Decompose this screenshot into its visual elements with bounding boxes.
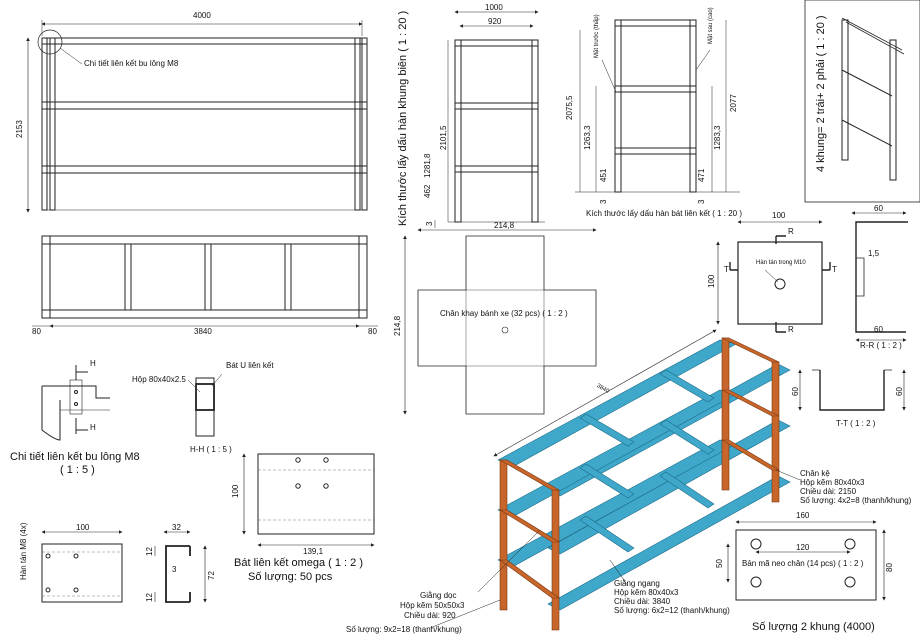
wheel-tab-label: Chân khay bánh xe (32 pcs) ( 1 : 2 ) [440,309,568,318]
long-length: Chiều dài: 920 [404,611,456,620]
conn-h-right-mid: 1283,3 [713,125,722,150]
nut-strip-view [41,530,123,603]
plan-span-dim: 3840 [194,327,212,336]
section-hh-view [187,373,223,437]
iso-rack [497,337,791,631]
omega-qty: Số lượng: 50 pcs [248,571,333,583]
conn-base-right: 3 [697,199,706,204]
rr-lip-dim: 1,5 [868,249,880,258]
r-mark-top: R [788,227,794,236]
iso-view [493,329,717,457]
strip-nut-label: Hàn tán M8 (4x) [19,522,28,580]
channel-lip-bot: 12 [145,593,154,602]
leg-qty: Số lượng: 4x2=8 (thanh/khung) [800,496,912,505]
tt-title: T-T ( 1 : 2 ) [836,419,876,428]
side-frame-view [434,10,545,228]
hh-tube-label: Hộp 80x40x2.5 [132,375,186,384]
channel-lip-top: 12 [145,547,154,556]
side-top-width: 1000 [485,3,503,12]
foot-side-dim: 50 [715,559,724,568]
side-inner-width: 920 [488,17,502,26]
leg-length: Chiều dài: 2150 [800,487,857,496]
tab-height-dim: 214,8 [393,315,402,336]
frame-qty-label: 4 khung= 2 trái+ 2 phải ( 1 : 20 ) [815,15,827,172]
foot-width-dim: 160 [796,511,810,520]
hh-bracket-label: Bát U liên kết [226,361,274,370]
rear-face-label: Mặt sau (cao) [708,7,714,44]
foot-pitch-dim: 120 [796,543,810,552]
section-tt-view [798,369,906,411]
channel-width-dim: 32 [172,523,181,532]
plate-height-dim: 100 [707,274,716,288]
connection-frame-view [575,19,740,193]
conn-h-left-low: 451 [599,168,608,182]
cross-length: Chiều dài: 3840 [614,597,671,606]
conn-base-left: 3 [599,199,608,204]
bolt-callout: Chi tiết liên kết bu lông M8 [84,59,179,68]
foot-plate-label: Bản mã neo chân (14 pcs) ( 1 : 2 ) [742,559,864,568]
plan-left-dim: 80 [32,327,41,336]
bolt-detail-scale: ( 1 : 5 ) [60,464,95,476]
side-h-mid: 1281,8 [423,153,432,178]
rr-bottom-dim: 60 [874,325,883,334]
leg-title: Chân kệ [800,469,830,478]
long-size: Hộp kẽm 50x50x3 [400,601,465,610]
side-frame-title: Kích thước lấy dấu hàn khung biên ( 1 : … [397,10,409,226]
channel-height: 72 [207,571,216,580]
cross-size: Hộp kẽm 80x40x3 [614,588,679,597]
channel-section-view [154,530,207,603]
omega-height-dim: 100 [231,484,240,498]
front-face-label: Mặt trước (thấp) [594,14,600,58]
rr-title: R-R ( 1 : 2 ) [860,341,902,350]
t-mark-right: T [832,265,837,274]
t-mark-left: T [724,265,729,274]
bolt-detail-view [41,365,110,441]
omega-title: Bát liên kết omega ( 1 : 2 ) [234,557,364,569]
conn-h-right-low: 471 [697,168,706,182]
strip-width-dim: 100 [76,523,90,532]
omega-plate-view [242,453,375,547]
front-view [26,20,368,213]
long-qty: Số lượng: 9x2=18 (thanh/khung) [346,625,462,634]
plate-width-dim: 100 [772,211,786,220]
h-mark-top: H [90,359,96,368]
foot-plate-view [726,520,886,601]
plan-right-dim: 80 [368,327,377,336]
section-rr-view [851,211,908,342]
side-h-low: 462 [423,184,432,198]
conn-h-right-total: 2077 [729,94,738,112]
tt-height-left: 60 [791,387,800,396]
frame-qty-view [804,0,920,203]
leg-size: Hộp kẽm 80x40x3 [800,478,865,487]
rr-width-dim: 60 [874,204,883,213]
side-h-overall: 2101,5 [439,125,448,150]
nut-label: Hàn tán trong M10 [756,260,806,266]
omega-width-dim: 139,1 [303,547,324,556]
bracket-plate-view [716,220,831,333]
wheel-tab-view [403,228,597,415]
leaders [429,469,801,629]
channel-gap: 3 [172,565,177,574]
long-title: Giằng dọc [420,591,457,600]
tt-height-right: 60 [895,387,904,396]
conn-frame-title: Kích thước lấy dấu hàn bát liên kết ( 1 … [586,209,743,218]
cross-qty: Số lượng: 6x2=12 (thanh/khung) [614,606,730,615]
conn-h-left-total: 2075,5 [565,95,574,120]
bolt-detail-title: Chi tiết liên kết bu lông M8 [10,451,140,463]
total-label: Số lượng 2 khung (4000) [752,621,875,633]
conn-h-left-mid: 1263,3 [583,125,592,150]
front-height-dim: 2153 [15,120,24,138]
side-base: 3 [425,221,434,226]
cross-title: Giằng ngang [614,579,660,588]
hh-title: H-H ( 1 : 5 ) [190,445,232,454]
plan-view [32,235,378,328]
front-width-dim: 4000 [193,11,211,20]
h-mark-bottom: H [90,423,96,432]
tab-width-dim: 214,8 [494,221,515,230]
foot-height-dim: 80 [885,563,894,572]
r-mark-bottom: R [788,325,794,334]
